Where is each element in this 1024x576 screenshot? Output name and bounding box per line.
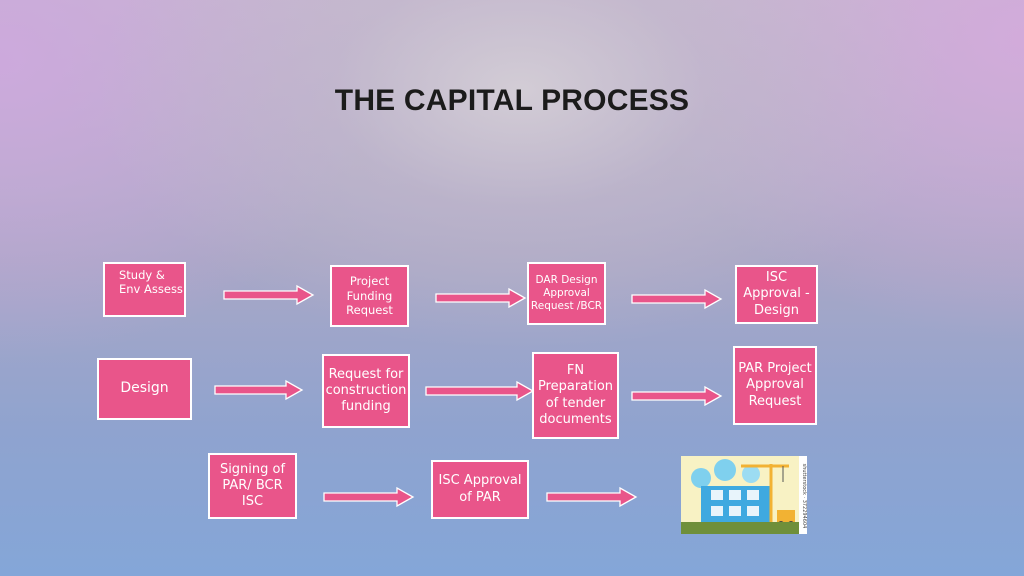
construction-site-illustration: shutterstock · 372294604 (681, 456, 807, 534)
step-label: DAR Design Approval Request /BCR (530, 273, 603, 313)
step-label: Project Funding Request (346, 274, 393, 318)
arrow-right-icon (546, 486, 638, 508)
step-label: Design (120, 380, 169, 397)
step-label: ISC Approval of PAR (438, 473, 522, 505)
step-fn-preparation: FN Preparation of tender documents (532, 352, 619, 439)
arrow-right-icon (223, 284, 315, 306)
page-title: THE CAPITAL PROCESS (334, 84, 690, 117)
step-construction-funding-request: Request for construction funding (322, 354, 410, 428)
step-dar-design-approval: DAR Design Approval Request /BCR (527, 262, 606, 325)
arrow-right-icon (425, 380, 535, 402)
arrow-right-icon (631, 385, 723, 407)
step-isc-approval-design: ISC Approval - Design (735, 265, 818, 324)
step-signing-of-par: Signing of PAR/ BCR ISC (208, 453, 297, 519)
step-isc-approval-par: ISC Approval of PAR (431, 460, 529, 519)
step-label: FN Preparation of tender documents (537, 363, 614, 427)
watermark-text: shutterstock · 372294604 (801, 464, 807, 529)
step-par-project-approval: PAR Project Approval Request (733, 346, 817, 425)
step-label: PAR Project Approval Request (738, 361, 812, 409)
step-design: Design (97, 358, 192, 420)
arrow-right-icon (631, 288, 723, 310)
step-label: Signing of PAR/ BCR ISC (219, 461, 286, 510)
arrow-right-icon (214, 379, 304, 401)
arrow-right-icon (323, 486, 415, 508)
step-project-funding-request: Project Funding Request (330, 265, 409, 327)
step-label: ISC Approval - Design (743, 270, 810, 318)
step-label: Study & Env Assess (119, 268, 183, 297)
step-study-env-assess: Study & Env Assess (103, 262, 186, 317)
arrow-right-icon (435, 287, 527, 309)
step-label: Request for construction funding (325, 366, 407, 415)
